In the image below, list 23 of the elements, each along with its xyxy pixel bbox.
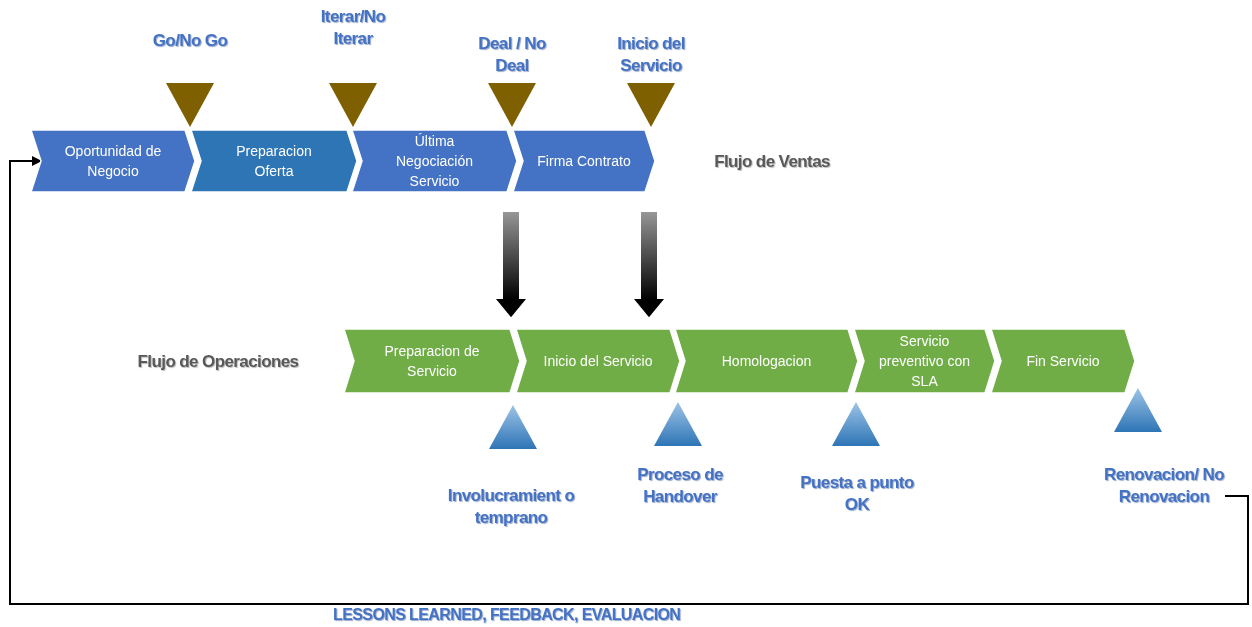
chevron-step: Preparacion Oferta: [191, 130, 357, 192]
chevron-step: Preparacion de Servicio: [344, 329, 520, 393]
milestone-text: Inicio del Servicio: [616, 33, 686, 78]
chevron-step: Homologacion: [675, 329, 858, 393]
feedback-arrow: [9, 156, 1249, 605]
chevron-step: Fin Servicio: [991, 329, 1135, 393]
edge-label: LESSONS LEARNED, FEEDBACK, EVALUACION: [333, 606, 681, 624]
milestone-text: Iterar/No Iterar: [319, 6, 387, 51]
milestone-text: Involucramient o temprano: [446, 484, 576, 529]
milestone-text: Deal / No Deal: [477, 33, 547, 78]
block-arrow: [496, 212, 526, 318]
milestone-text: Renovacion/ No Renovacion: [1103, 463, 1225, 508]
milestone-text: Go/No Go: [151, 30, 229, 52]
chevron-step: Última Negociación Servicio: [352, 130, 517, 192]
milestone-text: Puesta a punto OK: [799, 471, 915, 516]
chevron-step: Inicio del Servicio: [516, 329, 680, 393]
chevron-step: Firma Contrato: [513, 130, 655, 192]
flow-title: Flujo de Ventas: [713, 151, 831, 173]
block-arrow: [634, 212, 664, 318]
chevron-step: Servicio preventivo con SLA: [854, 329, 995, 393]
chevron-step: Oportunidad de Negocio: [31, 130, 195, 192]
flow-title: Flujo de Operaciones: [136, 351, 300, 373]
milestone-text: Proceso de Handover: [636, 463, 724, 508]
